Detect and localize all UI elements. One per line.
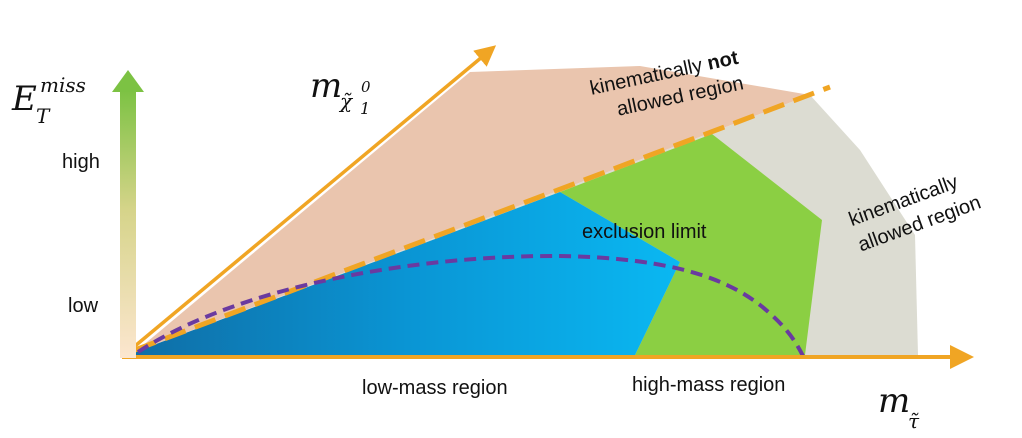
- kinematic-limit-line: [134, 84, 831, 353]
- stau-axis-label: m τ̃: [878, 381, 920, 433]
- svg-text:0: 0: [361, 78, 371, 96]
- svg-text:E: E: [11, 79, 37, 119]
- energy-axis-label: E T miss: [11, 73, 86, 128]
- svg-text:m: m: [310, 66, 342, 106]
- high-mass-label: high-mass region: [632, 374, 785, 396]
- neutralino-axis-label: m χ̃ 1 0: [310, 66, 371, 118]
- svg-text:m: m: [878, 381, 910, 421]
- svg-text:χ̃: χ̃: [338, 89, 354, 113]
- high-label: high: [62, 151, 100, 173]
- svg-text:τ̃: τ̃: [908, 409, 920, 433]
- exclusion-limit-curve: [136, 253, 805, 357]
- svg-text:1: 1: [360, 99, 370, 118]
- low-label: low: [68, 295, 99, 317]
- low-mass-region: [135, 192, 680, 355]
- low-mass-label: low-mass region: [362, 377, 508, 399]
- exclusion-limit-label: exclusion limit: [582, 221, 707, 243]
- missing-energy-arrow: [112, 70, 144, 358]
- neutralino-mass-axis: [133, 45, 497, 348]
- forbidden-region: [135, 66, 810, 352]
- svg-text:T: T: [36, 104, 51, 128]
- svg-text:miss: miss: [40, 73, 86, 97]
- high-mass-region: [560, 134, 822, 355]
